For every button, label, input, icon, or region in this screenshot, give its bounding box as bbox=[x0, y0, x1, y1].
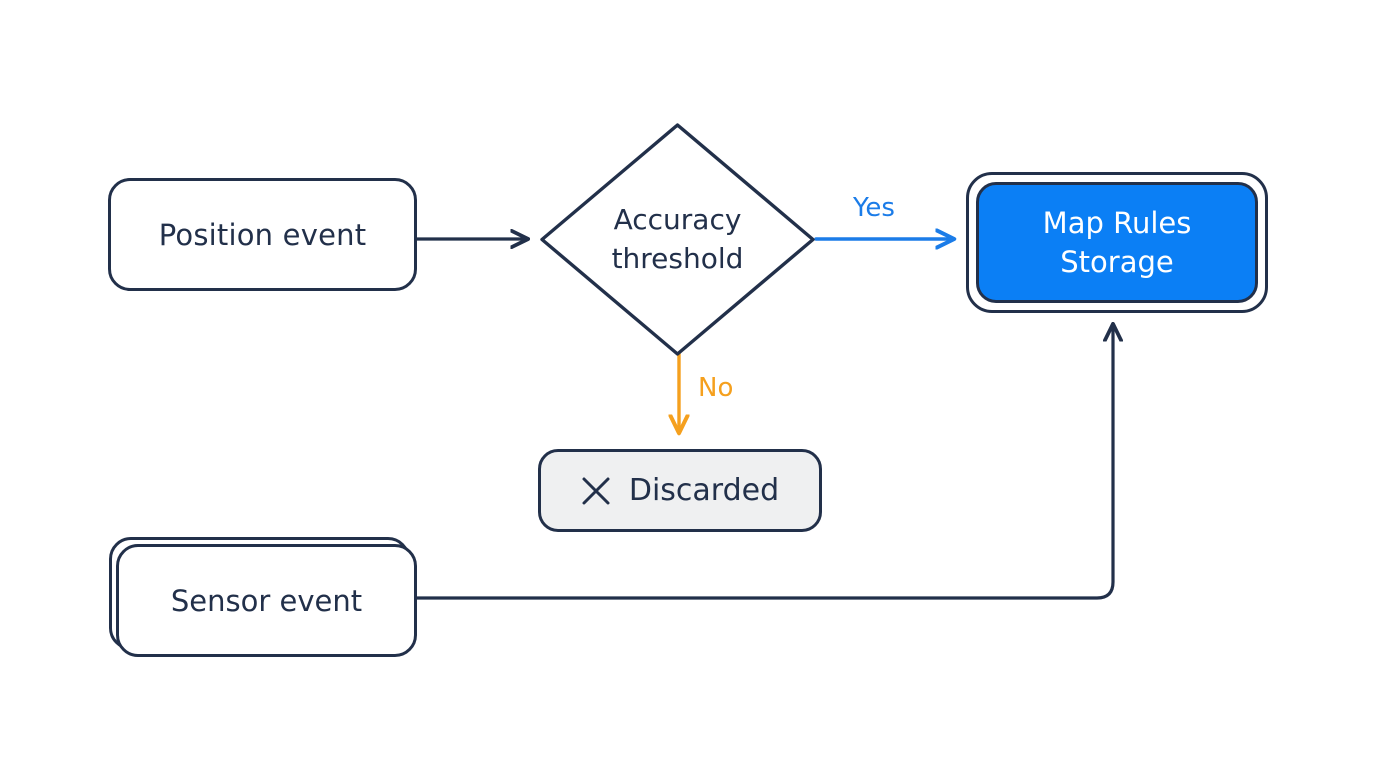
edge-label-yes: Yes bbox=[853, 193, 895, 223]
edge-label-no: No bbox=[698, 373, 734, 403]
highlight-inner-fill bbox=[976, 182, 1258, 303]
node-position-event[interactable]: Position event bbox=[108, 178, 417, 291]
node-position-event-label: Position event bbox=[158, 217, 367, 252]
node-map-rules-storage[interactable]: Map Rules Storage bbox=[966, 172, 1268, 313]
node-sensor-event-label: Sensor event bbox=[170, 583, 363, 618]
node-map-rules-storage-label: Map Rules Storage bbox=[1042, 205, 1192, 279]
node-sensor-event[interactable]: Sensor event bbox=[109, 537, 417, 657]
node-discarded[interactable]: Discarded bbox=[538, 449, 822, 532]
node-accuracy-threshold-label: Accuracy threshold bbox=[611, 203, 744, 275]
node-discarded-label: Discarded bbox=[628, 473, 780, 508]
edge-sensor-to-storage bbox=[413, 325, 1113, 600]
sketch-outline-front bbox=[116, 544, 417, 657]
node-accuracy-threshold[interactable]: Accuracy threshold bbox=[537, 120, 818, 359]
diamond-shape bbox=[537, 120, 818, 359]
x-close-icon bbox=[582, 477, 610, 504]
